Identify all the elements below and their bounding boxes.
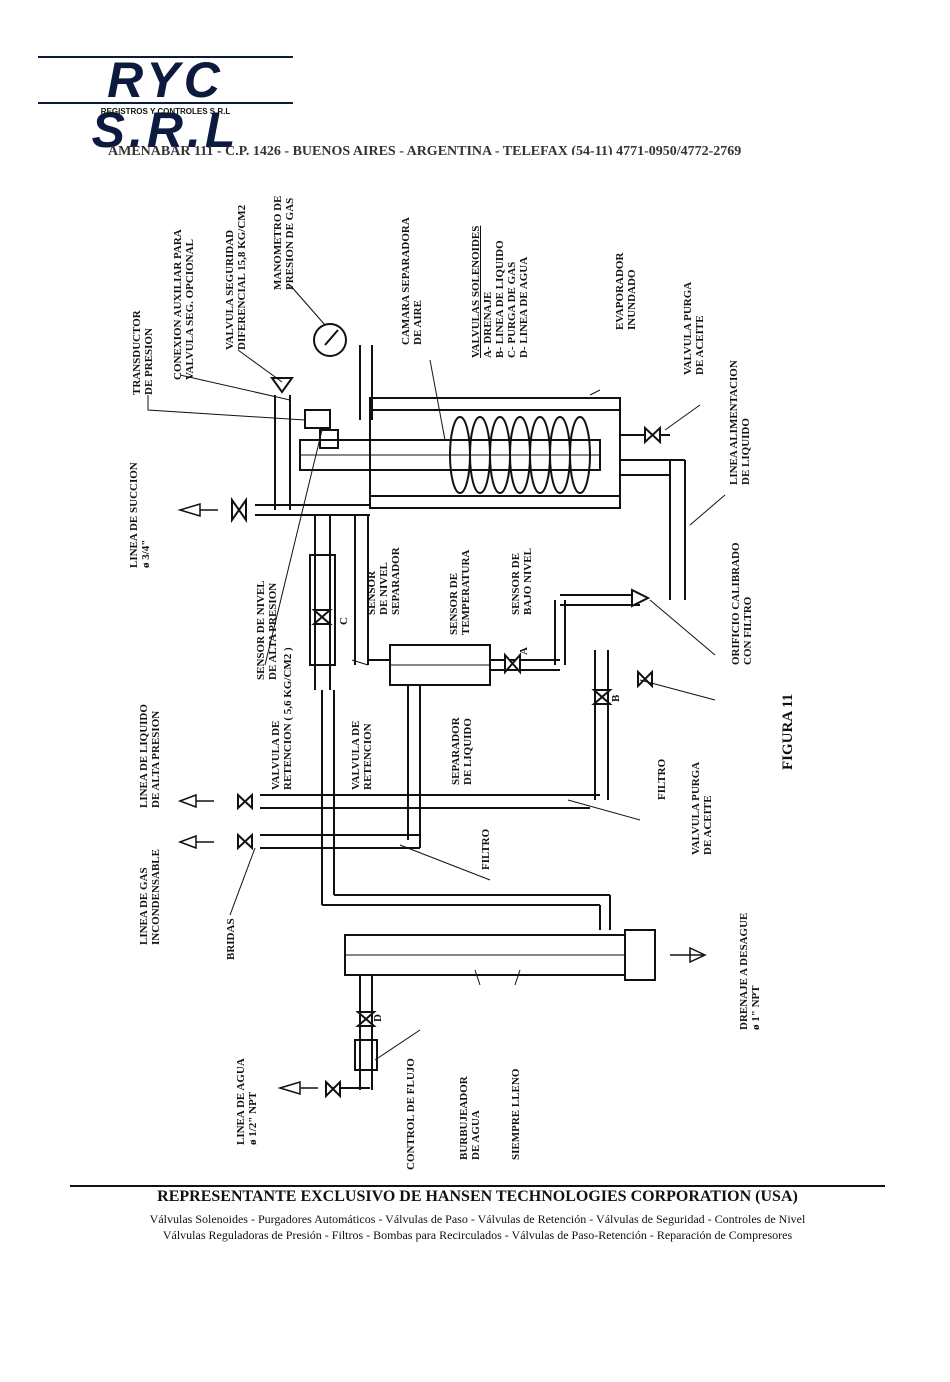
label-solenoides: VALVULAS SOLENOIDES A- DRENAJE B- LINEA … <box>470 225 530 358</box>
gas-valve <box>237 832 253 851</box>
solenoid-valve-d <box>355 1011 377 1027</box>
footer-products-line-2: Válvulas Reguladoras de Presión - Filtro… <box>162 1228 793 1242</box>
liquid-high-valve <box>237 792 253 811</box>
label-letter-d: D <box>372 1014 384 1022</box>
evaporator-shell <box>369 397 621 509</box>
address-line: AMENABAR 111 - C.P. 1426 - BUENOS AIRES … <box>108 144 742 155</box>
drain-arrow-icon <box>670 946 707 964</box>
label-filtro-right: FILTRO <box>656 758 668 800</box>
suction-valve <box>231 496 247 524</box>
logo-text: RYC S.R.L <box>91 52 240 158</box>
label-letter-a: A <box>518 647 530 655</box>
logo-top-rule <box>38 56 293 58</box>
logo-bottom-rule <box>38 102 293 104</box>
label-bridas: BRIDAS <box>225 918 237 960</box>
water-inlet-valve <box>325 1079 341 1099</box>
gas-arrow-icon <box>177 834 214 850</box>
logo-subtitle: REGISTROS Y CONTROLES S.R.L <box>100 107 231 116</box>
label-letter-c: C <box>338 617 350 625</box>
solenoid-valve-a <box>504 652 521 675</box>
label-siempre-lleno: SIEMPRE LLENO <box>510 1068 522 1160</box>
evaporator-coil <box>449 416 591 494</box>
safety-valve <box>270 377 294 394</box>
solenoid-valve-b <box>591 689 613 705</box>
label-letter-b: B <box>610 694 622 702</box>
suction-arrow-icon <box>177 502 218 518</box>
footer-products-line-1: Válvulas Solenoides - Purgadores Automát… <box>149 1212 806 1226</box>
label-control-flujo: CONTROL DE FLUJO <box>405 1058 417 1170</box>
liquid-arrow-icon <box>177 793 214 809</box>
company-logo: RYC S.R.L REGISTROS Y CONTROLES S.R.L <box>38 55 293 155</box>
pressure-transducer <box>304 409 331 429</box>
footer-title: REPRESENTANTE EXCLUSIVO DE HANSEN TECHNO… <box>157 1188 798 1205</box>
flow-control <box>354 1039 378 1071</box>
label-filtro-mid: FILTRO <box>480 828 492 870</box>
gas-pressure-gauge <box>313 323 347 357</box>
oil-purge-valve <box>637 669 653 689</box>
orifice-filter <box>631 588 651 608</box>
purge-valve-top <box>644 425 661 445</box>
solenoid-valve-c <box>311 609 333 625</box>
footer-rule <box>70 1185 885 1187</box>
water-arrow-icon <box>277 1080 318 1096</box>
figure-caption: FIGURA 11 <box>780 693 796 770</box>
